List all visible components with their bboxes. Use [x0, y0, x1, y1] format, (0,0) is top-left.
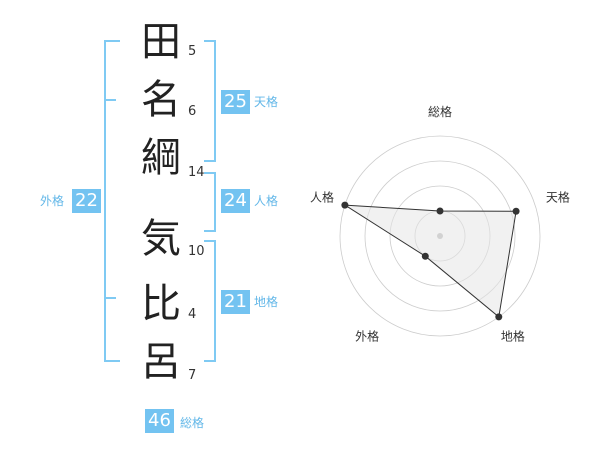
jinkaku-label: 人格: [254, 194, 279, 208]
radar-point-4: [421, 252, 429, 260]
radar-axis-label-2: 天格: [546, 190, 570, 205]
stroke-count-6: 7: [188, 368, 197, 383]
stroke-count-4: 10: [188, 244, 205, 259]
radar-axis-label-3: 地格: [501, 328, 525, 343]
gaikaku-tick-1: [104, 99, 116, 101]
chikaku-bracket: [204, 240, 216, 362]
gaikaku-label: 外格: [40, 194, 65, 208]
tenkaku-bracket: [204, 40, 216, 162]
stroke-count-2: 6: [188, 104, 197, 119]
gaikaku-bracket: [104, 40, 120, 362]
name-char-1: 田: [141, 19, 181, 65]
radar-point-3: [495, 313, 503, 321]
name-char-6: 呂: [141, 339, 181, 385]
name-char-5: 比: [141, 281, 181, 327]
jinkaku-badge: 24: [221, 189, 250, 213]
radar-axis-label-5: 人格: [310, 190, 334, 205]
name-char-4: 気: [141, 216, 181, 262]
jinkaku-bracket: [204, 172, 216, 232]
name-char-2: 名: [141, 77, 181, 123]
radar-point-5: [341, 201, 349, 209]
radar-axis-label-1: 総格: [428, 104, 452, 119]
gaikaku-badge: 22: [72, 189, 101, 213]
stroke-count-1: 5: [188, 44, 197, 59]
stroke-count-3: 14: [188, 165, 205, 180]
soukaku-badge: 46: [145, 409, 174, 433]
name-char-3: 綱: [141, 135, 181, 181]
radar-point-2: [512, 207, 520, 215]
chikaku-label: 地格: [254, 295, 279, 309]
radar-point-1: [436, 207, 444, 215]
gaikaku-tick-2: [104, 297, 116, 299]
radar-ring: [339, 135, 541, 337]
tenkaku-label: 天格: [254, 95, 279, 109]
soukaku-label: 総格: [180, 416, 205, 430]
stroke-count-5: 4: [188, 307, 197, 322]
radar-polygon: [344, 204, 517, 318]
tenkaku-badge: 25: [221, 90, 250, 114]
chikaku-badge: 21: [221, 290, 250, 314]
radar-axis-label-4: 外格: [355, 328, 379, 343]
radar-ring: [364, 160, 516, 312]
